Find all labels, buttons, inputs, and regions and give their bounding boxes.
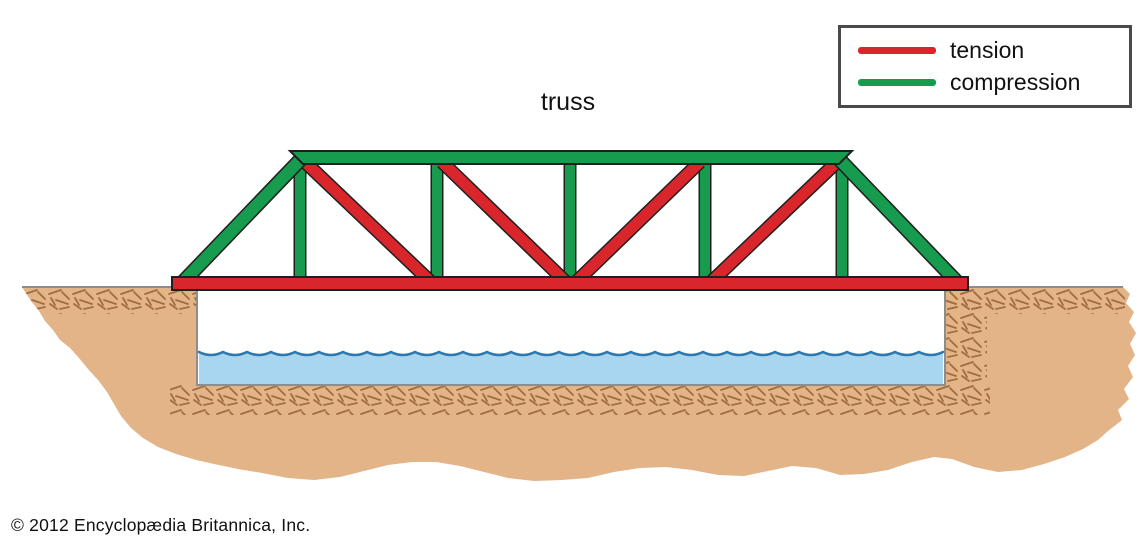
- truss-bottom-chord-tension: [171, 276, 969, 291]
- compression-line-swatch: [858, 79, 936, 86]
- river-water: [197, 350, 945, 384]
- legend-label-tension: tension: [950, 37, 1025, 63]
- truss-verticals-compression: [293, 158, 849, 285]
- legend-row-tension: tension: [858, 39, 1129, 62]
- tension-line-swatch: [858, 47, 936, 54]
- copyright-notice: © 2012 Encyclopædia Britannica, Inc.: [11, 515, 311, 535]
- truss-diagonals-tension: [300, 156, 842, 289]
- truss-top-chord-compression: [287, 150, 855, 165]
- riverbank-ground: [22, 286, 1136, 481]
- legend-row-compression: compression: [858, 71, 1129, 94]
- soil-hatching: [22, 287, 1125, 415]
- river-channel-outline: [22, 286, 1123, 386]
- truss-end-diagonals-compression: [175, 151, 965, 290]
- legend-box: tension compression: [838, 25, 1132, 108]
- water-surface-waves: [197, 350, 945, 357]
- diagram-title: truss: [540, 88, 596, 116]
- legend-label-compression: compression: [950, 69, 1081, 95]
